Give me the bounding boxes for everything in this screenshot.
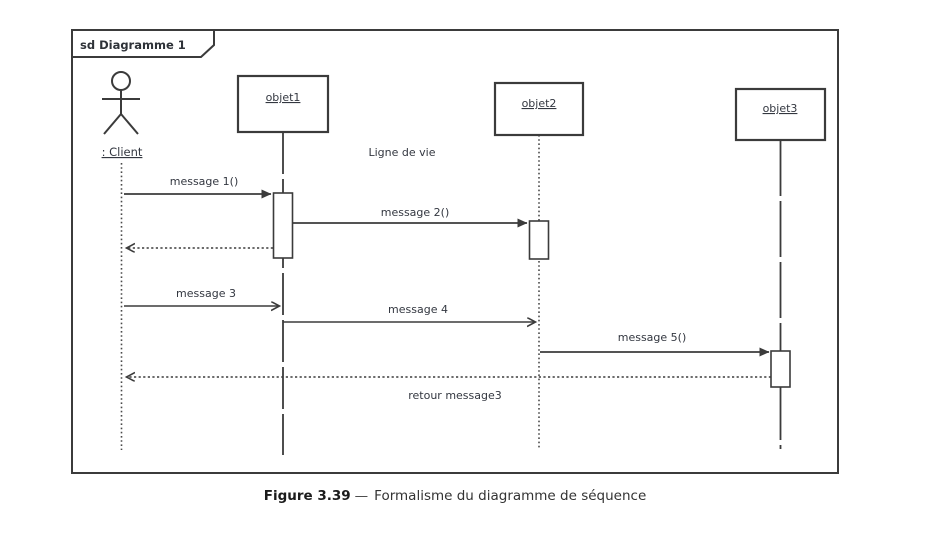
activation-objet3: [770, 350, 791, 388]
activation-objet2: [528, 220, 550, 260]
message-5-label: message 5(): [618, 331, 687, 344]
object-box-objet1: objet1: [236, 74, 330, 134]
message-1-label: message 1(): [170, 175, 239, 188]
figure-caption: Figure 3.39— Formalisme du diagramme de s…: [72, 488, 838, 504]
activation-objet1: [272, 192, 294, 259]
frame-label: sd Diagramme 1: [80, 38, 186, 52]
object-label-objet2: objet2: [522, 97, 557, 110]
figure-caption-number: Figure 3.39: [263, 488, 351, 504]
message-2-label: message 2(): [381, 206, 450, 219]
diagram-frame: [71, 29, 839, 474]
lifeline-annotation: Ligne de vie: [369, 146, 436, 159]
message-4-label: message 4: [388, 303, 448, 316]
object-label-objet1: objet1: [266, 91, 301, 104]
actor-icon: [102, 71, 140, 135]
object-box-objet3: objet3: [734, 87, 827, 142]
object-box-objet2: objet2: [493, 81, 585, 137]
object-label-objet3: objet3: [763, 102, 798, 115]
return-message-3-label: retour message3: [408, 389, 502, 402]
figure-caption-separator: —: [354, 488, 369, 504]
figure-caption-text: Formalisme du diagramme de séquence: [374, 488, 647, 504]
frame-label-pentagon: [71, 29, 215, 58]
message-3-label: message 3: [176, 287, 236, 300]
actor-label: : Client: [102, 145, 143, 159]
